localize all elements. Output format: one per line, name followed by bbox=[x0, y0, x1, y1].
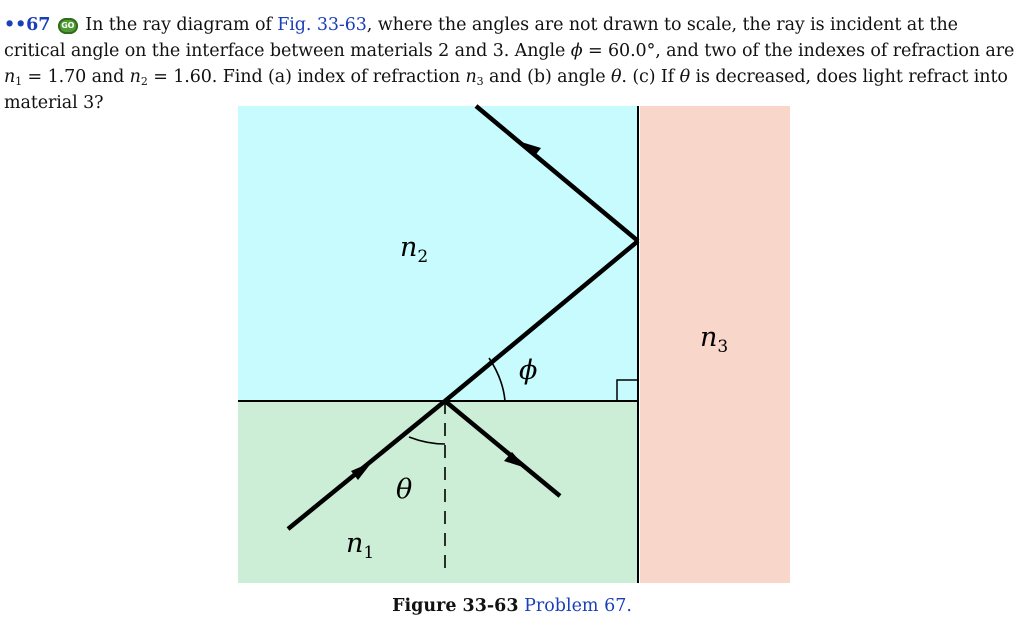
figure-link[interactable]: Fig. 33-63 bbox=[277, 15, 367, 35]
problem-link[interactable]: Problem 67. bbox=[524, 596, 632, 616]
problem-text: = 1.70 and bbox=[22, 67, 130, 87]
phi-symbol: ϕ bbox=[570, 41, 583, 61]
problem-text: . (c) If bbox=[621, 67, 680, 87]
caption-label: Figure 33-63 bbox=[392, 596, 519, 616]
arrowhead-bottom bbox=[504, 452, 526, 468]
problem-text: is decreased, does light refract into ma… bbox=[4, 67, 1008, 113]
n-symbol: n bbox=[129, 67, 141, 87]
right-angle-marker bbox=[616, 379, 638, 401]
material-1-region bbox=[238, 401, 638, 583]
problem-number: ••67 bbox=[4, 15, 51, 35]
problem-text: and (b) angle bbox=[483, 67, 611, 87]
n1-label: n1 bbox=[346, 528, 374, 563]
arrowhead-top bbox=[518, 141, 541, 157]
n3-label: n3 bbox=[700, 322, 728, 357]
problem-text: = 60.0°, and two of the indexes of refra… bbox=[582, 41, 1015, 61]
subscript: 1 bbox=[15, 75, 23, 88]
n-symbol: n bbox=[4, 67, 16, 87]
theta-symbol: θ bbox=[610, 67, 622, 87]
refracted-ray bbox=[443, 239, 640, 403]
theta-label: θ bbox=[396, 474, 412, 505]
reflected-ray-bottom bbox=[443, 399, 562, 498]
material-2-region bbox=[238, 106, 638, 401]
problem-text: , where the angles are not drawn to scal… bbox=[4, 15, 958, 61]
problem-statement: ••67 GO In the ray diagram of Fig. 33-63… bbox=[4, 12, 1016, 116]
phi-label: ϕ bbox=[519, 355, 537, 386]
problem-text: In the ray diagram of bbox=[85, 15, 278, 35]
go-badge-icon[interactable]: GO bbox=[57, 18, 78, 34]
material-3-region bbox=[640, 106, 790, 583]
n2-label: n2 bbox=[400, 232, 428, 267]
reflected-ray-top bbox=[474, 104, 640, 243]
subscript: 2 bbox=[140, 75, 148, 88]
problem-text: = 1.60. Find (a) index of refraction bbox=[147, 67, 466, 87]
subscript: 3 bbox=[476, 75, 484, 88]
theta-symbol: θ bbox=[679, 67, 691, 87]
n-symbol: n bbox=[465, 67, 477, 87]
arrowhead-incident bbox=[351, 462, 372, 480]
theta-arc bbox=[408, 436, 446, 445]
figure-caption: Figure 33-63 Problem 67. bbox=[0, 596, 1024, 616]
